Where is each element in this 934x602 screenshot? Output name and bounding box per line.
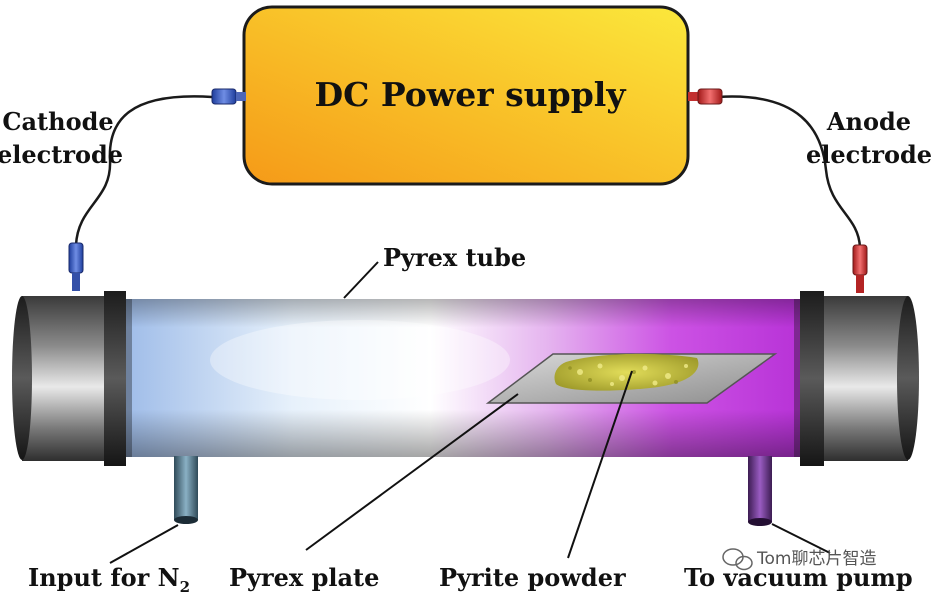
input-n2-label: Input for N2 xyxy=(28,563,190,596)
leader-lines xyxy=(109,261,831,564)
left-end-cap xyxy=(12,291,132,466)
vacuum-pump-label: To vacuum pump xyxy=(684,563,913,592)
pyrite-powder xyxy=(554,353,699,391)
pyrex-tube-label: Pyrex tube xyxy=(383,243,526,272)
vacuum-port xyxy=(748,456,772,526)
anode-label-line1: Anode xyxy=(826,107,911,136)
cathode-label-line1: Cathode xyxy=(2,107,113,136)
wechat-icon xyxy=(722,548,753,571)
power-supply-label: DC Power supply xyxy=(314,75,626,114)
cathode-label-line2: electrode xyxy=(0,140,123,169)
vacuum-pump-leader xyxy=(771,523,831,554)
anode-lead xyxy=(688,88,868,293)
input-n2-leader xyxy=(109,524,179,564)
watermark-text: Tom聊芯片智造 xyxy=(756,549,876,569)
anode-label-line2: electrode xyxy=(806,140,932,169)
n2-input-port xyxy=(174,456,198,524)
pyrex-plate-leader xyxy=(305,393,519,551)
pyrite-powder-label: Pyrite powder xyxy=(439,563,626,592)
pyrite-powder-leader xyxy=(567,370,633,559)
pyrex-plate-label: Pyrex plate xyxy=(229,563,379,592)
pyrex-tube-leader xyxy=(343,261,379,299)
right-end-cap xyxy=(794,291,919,466)
labels: Cathode electrode Anode electrode Pyrex … xyxy=(0,107,932,596)
cathode-lead xyxy=(68,88,246,291)
pyrex-tube xyxy=(120,299,810,457)
dc-power-supply: DC Power supply xyxy=(242,5,690,186)
watermark: Tom聊芯片智造 xyxy=(722,548,876,571)
